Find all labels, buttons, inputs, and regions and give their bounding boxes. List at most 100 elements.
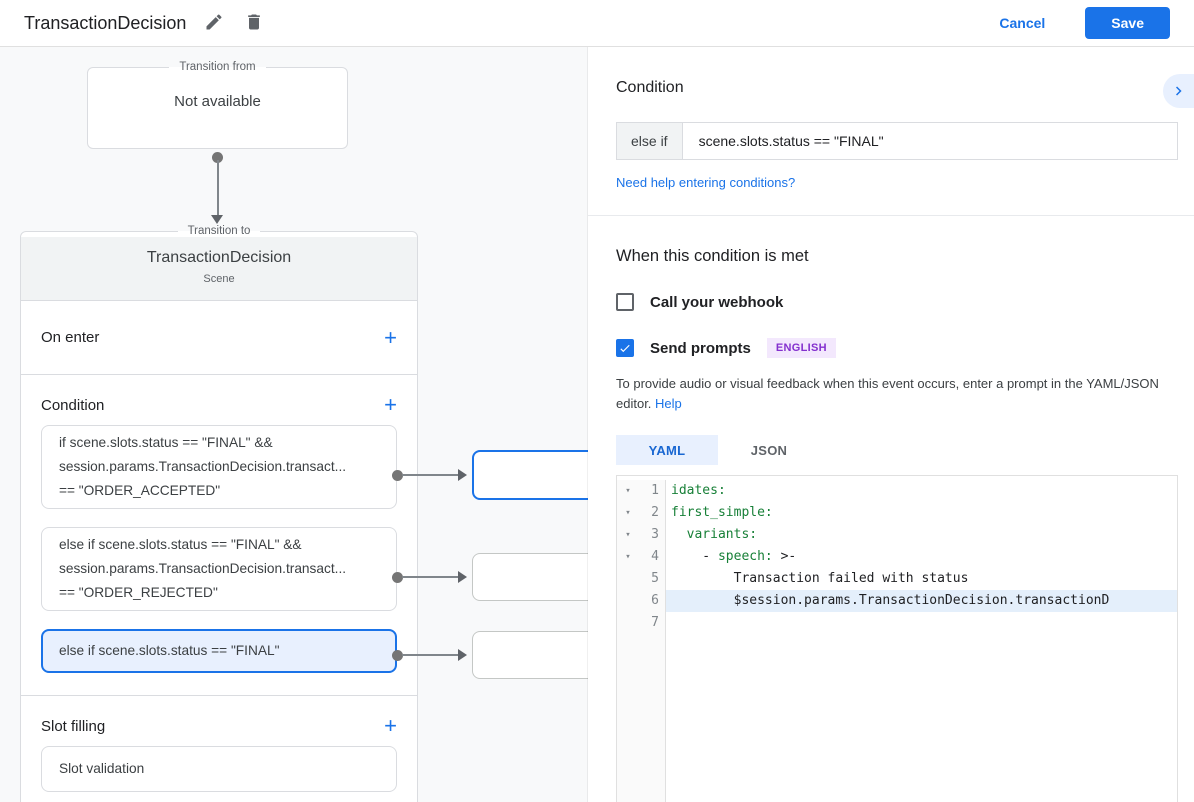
editor-line[interactable]: ▾3 variants:: [617, 524, 1177, 546]
prompt-description: To provide audio or visual feedback when…: [616, 374, 1178, 414]
connector-dot: [392, 470, 403, 481]
delete-button[interactable]: [244, 12, 266, 34]
line-number: 7: [639, 612, 666, 634]
add-on-enter-button[interactable]: +: [384, 324, 397, 350]
condition-input[interactable]: scene.slots.status == "FINAL": [698, 133, 884, 149]
top-bar: TransactionDecision Cancel Save: [0, 0, 1194, 47]
collapse-panel-button[interactable]: [1163, 74, 1194, 108]
scene-subtitle: Scene: [203, 273, 235, 285]
transition-to-legend: Transition to: [187, 225, 251, 237]
arrow-right-icon: [458, 469, 467, 481]
divider: [588, 215, 1194, 216]
flow-canvas: Transition from Not available Transition…: [0, 47, 588, 802]
connector-dot: [392, 650, 403, 661]
line-number: 1: [639, 480, 666, 502]
editor-tabs: YAML JSON: [616, 435, 1178, 465]
arrow-down-icon: [211, 215, 223, 224]
fold-gutter: [617, 590, 639, 612]
condition-card-line: == "ORDER_REJECTED": [59, 585, 218, 600]
webhook-checkbox[interactable]: [616, 293, 634, 311]
code-text: - speech: >-: [671, 549, 797, 564]
slot-filling-label: Slot filling: [41, 717, 106, 735]
connector-line: [402, 474, 458, 476]
condition-card-line: session.params.TransactionDecision.trans…: [59, 459, 347, 474]
condition-card[interactable]: else if scene.slots.status == "FINAL" &&…: [41, 527, 397, 611]
condition-help-link[interactable]: Need help entering conditions?: [616, 175, 796, 190]
connector-line: [402, 654, 458, 656]
code-text: Transaction failed with status: [671, 571, 969, 586]
arrow-right-icon: [458, 649, 467, 661]
editor-gutter-fill: [617, 634, 1177, 802]
prompt-description-text: To provide audio or visual feedback when…: [616, 376, 1159, 411]
editor-line[interactable]: ▾4 - speech: >-: [617, 546, 1177, 568]
code-text: $session.params.TransactionDecision.tran…: [666, 590, 1177, 612]
scene-header[interactable]: TransactionDecision Scene: [21, 237, 417, 301]
chevron-right-icon: [1175, 86, 1182, 96]
page-title: TransactionDecision: [24, 12, 187, 33]
transition-target-box[interactable]: [472, 553, 588, 601]
condition-input-row: else if scene.slots.status == "FINAL": [616, 122, 1178, 160]
slot-cards: Slot validation: [21, 746, 417, 792]
cancel-button[interactable]: Cancel: [999, 15, 1046, 31]
editor-line[interactable]: ▾1 idates:: [617, 480, 1177, 502]
condition-card-line: else if scene.slots.status == "FINAL" &&: [59, 537, 302, 552]
editor-line[interactable]: 7: [617, 612, 1177, 634]
condition-section-label: Condition: [41, 396, 105, 414]
transition-from-label: Not available: [174, 93, 261, 110]
webhook-label: Call your webhook: [650, 293, 784, 311]
condition-card-line: Slot validation: [59, 761, 145, 776]
scene-title: TransactionDecision: [146, 249, 292, 266]
transition-to-box: Transition to TransactionDecision Scene …: [20, 225, 418, 802]
panel-title: Condition: [616, 79, 684, 96]
send-prompts-checkbox[interactable]: [616, 339, 634, 357]
fold-chevron-down-icon[interactable]: ▾: [617, 502, 639, 524]
condition-detail-panel: Condition else if scene.slots.status == …: [588, 47, 1194, 802]
fold-chevron-down-icon[interactable]: ▾: [617, 480, 639, 502]
edit-button[interactable]: [204, 12, 226, 34]
fold-chevron-down-icon[interactable]: ▾: [617, 524, 639, 546]
condition-card[interactable]: if scene.slots.status == "FINAL" && sessi…: [41, 425, 397, 509]
add-slot-button[interactable]: +: [384, 713, 397, 738]
connector-line: [217, 160, 219, 215]
line-number-gutter: [639, 634, 666, 802]
fold-chevron-down-icon[interactable]: ▾: [617, 546, 639, 568]
send-prompts-row: Send prompts ENGLISH: [616, 338, 1178, 358]
slot-filling-section: Slot filling + Slot validation: [21, 696, 417, 802]
tab-json[interactable]: JSON: [750, 442, 788, 458]
condition-card-line: else if scene.slots.status == "FINAL": [59, 643, 280, 658]
transition-from-box[interactable]: Transition from Not available: [87, 61, 348, 149]
add-condition-button[interactable]: +: [384, 392, 397, 417]
editor-line[interactable]: 5 Transaction failed with status: [617, 568, 1177, 590]
condition-card[interactable]: else if scene.slots.status == "FINAL": [41, 629, 397, 673]
condition-card-line: if scene.slots.status == "FINAL" &&: [59, 435, 273, 450]
condition-section: Condition + if scene.slots.status == "FI…: [21, 375, 417, 696]
condition-card-line: == "ORDER_ACCEPTED": [59, 483, 221, 498]
pencil-icon: [206, 14, 222, 30]
trash-icon: [248, 14, 261, 30]
code-text: variants:: [686, 527, 758, 542]
condition-cards: if scene.slots.status == "FINAL" && sessi…: [21, 425, 417, 673]
webhook-row: Call your webhook: [616, 293, 1178, 311]
on-enter-row[interactable]: On enter +: [21, 301, 417, 375]
connector-dot: [392, 572, 403, 583]
editor-line[interactable]: 6 $session.params.TransactionDecision.tr…: [617, 590, 1177, 612]
transition-target-box[interactable]: [472, 631, 588, 679]
send-prompts-label: Send prompts: [650, 339, 751, 357]
connector-line: [402, 576, 458, 578]
help-link[interactable]: Help: [655, 396, 682, 411]
tab-yaml[interactable]: YAML: [616, 435, 718, 465]
save-button[interactable]: Save: [1085, 7, 1170, 39]
transition-target-box[interactable]: [472, 450, 588, 500]
fold-gutter: [617, 634, 639, 802]
code-text: [666, 612, 1177, 634]
condition-card-line: session.params.TransactionDecision.trans…: [59, 561, 347, 576]
code-text: first_simple:: [671, 505, 773, 520]
line-number: 5: [639, 568, 666, 590]
code-text: idates:: [671, 483, 726, 498]
code-area: [666, 634, 1177, 802]
condition-card[interactable]: Slot validation: [41, 746, 397, 792]
fold-gutter: [617, 612, 639, 634]
